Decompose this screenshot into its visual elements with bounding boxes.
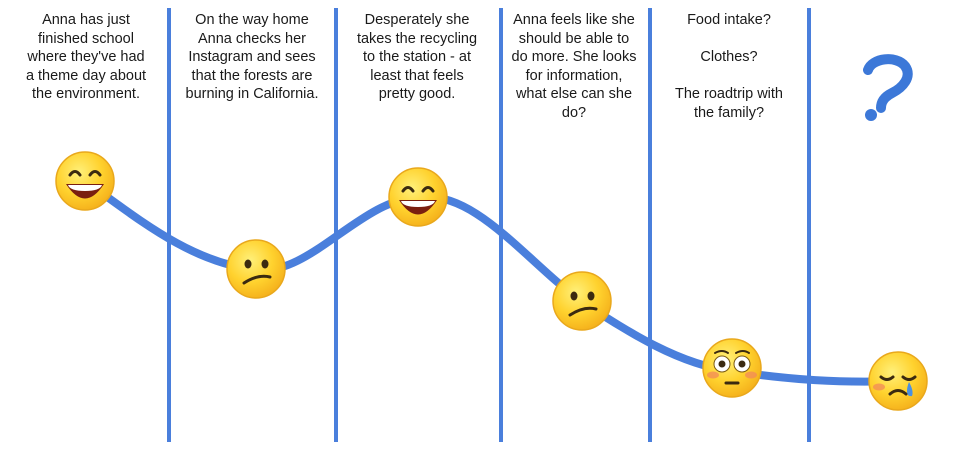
flushed-face-icon bbox=[702, 338, 762, 398]
column-divider-3 bbox=[499, 8, 503, 442]
crying-face-icon bbox=[868, 351, 928, 411]
question-mark-icon bbox=[863, 54, 913, 121]
emotion-curve bbox=[81, 177, 902, 386]
column-divider-4 bbox=[648, 8, 652, 442]
column-divider-2 bbox=[334, 8, 338, 442]
column-divider-1 bbox=[167, 8, 171, 442]
stage-1-text: Anna has just finished school where they… bbox=[25, 12, 147, 102]
stage-4-text: Anna feels like she should be able to do… bbox=[511, 12, 637, 121]
stage-3-text: Desperately she takes the recycling to t… bbox=[356, 12, 478, 102]
grinning-face-icon bbox=[388, 167, 448, 227]
grinning-face-icon bbox=[55, 151, 115, 211]
stage-5-text: Food intake? Clothes? The roadtrip with … bbox=[675, 12, 783, 121]
confused-face-icon bbox=[552, 271, 612, 331]
stage-2-text: On the way home Anna checks her Instagra… bbox=[185, 12, 319, 102]
confused-face-icon bbox=[226, 239, 286, 299]
column-divider-5 bbox=[807, 8, 811, 442]
